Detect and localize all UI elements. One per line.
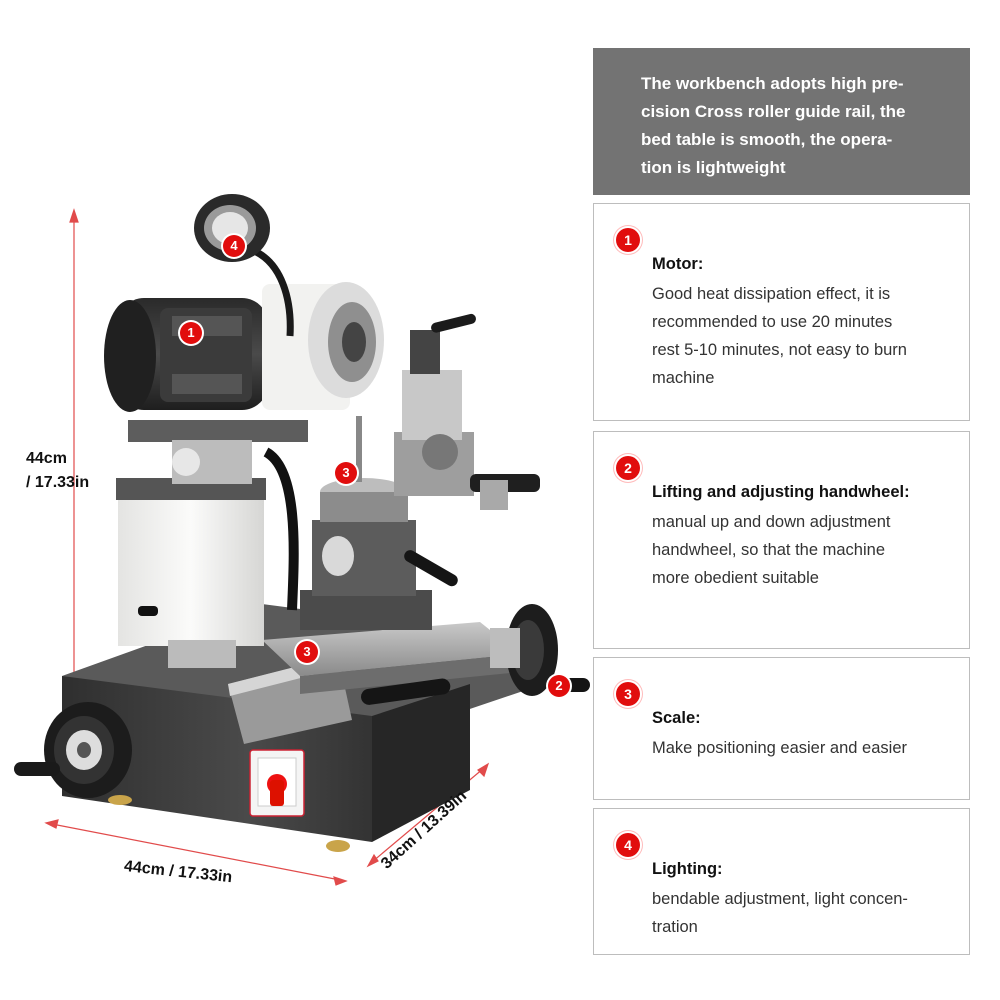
feature-description: Make positioning easier and easier [652,734,939,762]
grinder-machine-illustration [14,194,590,886]
height-dimension-line: 44cm [26,450,67,467]
intro-text: The workbench adopts high pre- cision Cr… [641,70,930,182]
description-line: Good heat dissipation effect, it is [652,285,891,303]
description-line: tration [652,918,698,936]
description-line: rest 5-10 minutes, not easy to burn [652,341,907,359]
feature-title: Lighting: [652,860,723,878]
feature-description: bendable adjustment, light concen- trati… [652,885,939,941]
lamp-marker: 4 [223,235,245,257]
feature-description: Good heat dissipation effect, it is reco… [652,280,939,392]
grinding-wheel [262,282,384,410]
description-line: more obedient suitable [652,569,819,587]
height-dimension-label: 44cm / 17.33in [26,447,89,495]
cross-slide-table [228,622,520,744]
scale-marker-lower: 3 [296,641,318,663]
feature-description: manual up and down adjustment handwheel,… [652,508,939,592]
feature-title: Scale: [652,709,701,727]
description-line: bendable adjustment, light concen- [652,890,908,908]
description-line: handwheel, so that the machine [652,541,885,559]
feature-number-badge: 1 [616,228,640,252]
width-dimension-arrow [44,819,348,886]
height-dimension-line: / 17.33in [26,474,90,491]
intro-line: The workbench adopts high pre- [641,74,904,93]
motor-mount [128,420,308,484]
description-line: recommended to use 20 minutes [652,313,893,331]
feature-number-badge: 3 [616,682,640,706]
intro-line: cision Cross roller guide rail, the [641,102,906,121]
motor-marker: 1 [180,322,202,344]
description-line: Make positioning easier and easier [652,739,907,757]
front-handwheel [14,702,132,798]
feature-number-badge: 2 [616,456,640,480]
feature-title: Motor: [652,255,704,273]
description-line: machine [652,369,715,387]
power-switch-panel [249,749,305,817]
intro-line: tion is lightweight [641,158,786,177]
feature-title: Lifting and adjusting handwheel: [652,483,910,501]
handwheel-marker: 2 [548,675,570,697]
motor [104,298,268,412]
feature-card-handwheel: 2 Lifting and adjusting handwheel: manua… [593,431,970,649]
feature-number-badge: 4 [616,833,640,857]
tool-holder-head [300,313,540,630]
description-line: manual up and down adjustment [652,513,891,531]
intro-line: bed table is smooth, the opera- [641,130,893,149]
feature-card-lighting: 4 Lighting: bendable adjustment, light c… [593,808,970,955]
scale-marker-upper: 3 [335,462,357,484]
feature-card-motor: 1 Motor: Good heat dissipation effect, i… [593,203,970,421]
feature-card-scale: 3 Scale: Make positioning easier and eas… [593,657,970,800]
intro-banner: The workbench adopts high pre- cision Cr… [593,48,970,195]
